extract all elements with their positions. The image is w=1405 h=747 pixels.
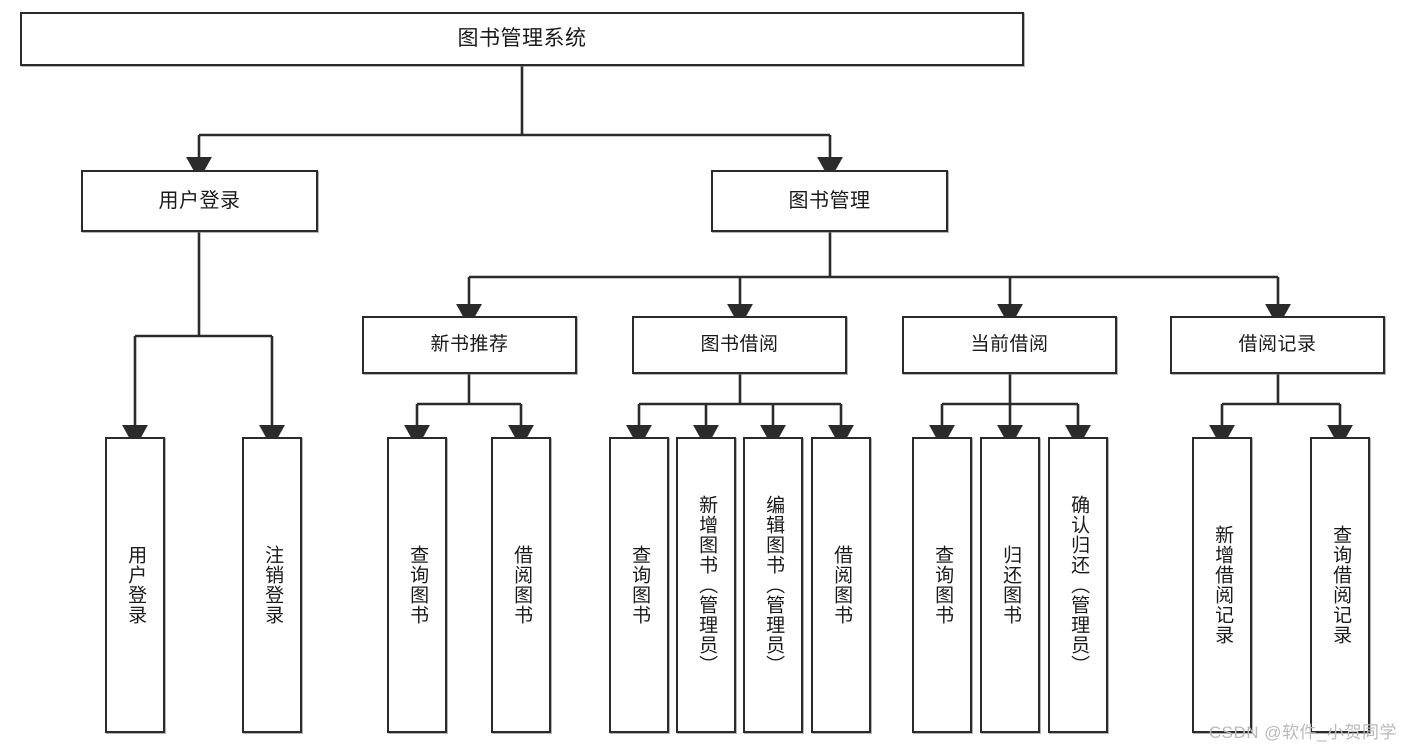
node-leaf-bb-borrow[interactable]: 借阅图书 (811, 437, 871, 733)
node-leaf-bb-borrow-label: 借阅图书 (831, 545, 853, 625)
node-user-login-label: 用户登录 (158, 190, 241, 212)
node-leaf-user-login[interactable]: 用户登录 (105, 437, 165, 733)
node-current-borrow-label: 当前借阅 (970, 333, 1049, 355)
node-leaf-br-add[interactable]: 新增借阅记录 (1192, 437, 1252, 733)
node-borrow-record-label: 借阅记录 (1238, 333, 1317, 355)
node-book-manage[interactable]: 图书管理 (711, 170, 948, 232)
node-leaf-bb-query-label: 查询图书 (629, 545, 651, 625)
node-book-borrow[interactable]: 图书借阅 (632, 316, 847, 374)
node-leaf-user-logout[interactable]: 注销登录 (242, 437, 302, 733)
csdn-watermark: CSDN @软件_小贺同学 (1208, 723, 1397, 742)
node-leaf-bb-edit-label: 编辑图书（管理员） (763, 495, 785, 675)
node-new-book-rec[interactable]: 新书推荐 (362, 316, 577, 374)
node-leaf-cb-return-label: 归还图书 (1000, 545, 1022, 625)
node-leaf-br-query-label: 查询借阅记录 (1330, 525, 1352, 645)
node-leaf-bb-add-label: 新增图书（管理员） (696, 495, 718, 675)
node-leaf-rec-borrow[interactable]: 借阅图书 (491, 437, 551, 733)
node-leaf-cb-query-label: 查询图书 (932, 545, 954, 625)
node-leaf-rec-borrow-label: 借阅图书 (511, 545, 533, 625)
node-leaf-user-login-label: 用户登录 (125, 545, 147, 625)
node-leaf-cb-confirm[interactable]: 确认归还（管理员） (1048, 437, 1108, 733)
node-root-label: 图书管理系统 (457, 27, 587, 51)
node-borrow-record[interactable]: 借阅记录 (1170, 316, 1385, 374)
node-leaf-rec-query-label: 查询图书 (407, 545, 429, 625)
node-root[interactable]: 图书管理系统 (20, 12, 1024, 66)
node-leaf-cb-return[interactable]: 归还图书 (980, 437, 1040, 733)
node-leaf-cb-query[interactable]: 查询图书 (912, 437, 972, 733)
node-user-login[interactable]: 用户登录 (81, 170, 318, 232)
node-leaf-bb-query[interactable]: 查询图书 (609, 437, 669, 733)
node-leaf-cb-confirm-label: 确认归还（管理员） (1068, 495, 1090, 675)
node-new-book-rec-label: 新书推荐 (430, 333, 509, 355)
node-leaf-br-add-label: 新增借阅记录 (1212, 525, 1234, 645)
node-leaf-bb-add[interactable]: 新增图书（管理员） (676, 437, 736, 733)
node-leaf-bb-edit[interactable]: 编辑图书（管理员） (743, 437, 803, 733)
node-leaf-rec-query[interactable]: 查询图书 (387, 437, 447, 733)
node-leaf-br-query[interactable]: 查询借阅记录 (1310, 437, 1370, 733)
node-book-manage-label: 图书管理 (788, 190, 871, 212)
node-current-borrow[interactable]: 当前借阅 (902, 316, 1117, 374)
node-book-borrow-label: 图书借阅 (700, 333, 779, 355)
node-leaf-user-logout-label: 注销登录 (262, 545, 284, 625)
